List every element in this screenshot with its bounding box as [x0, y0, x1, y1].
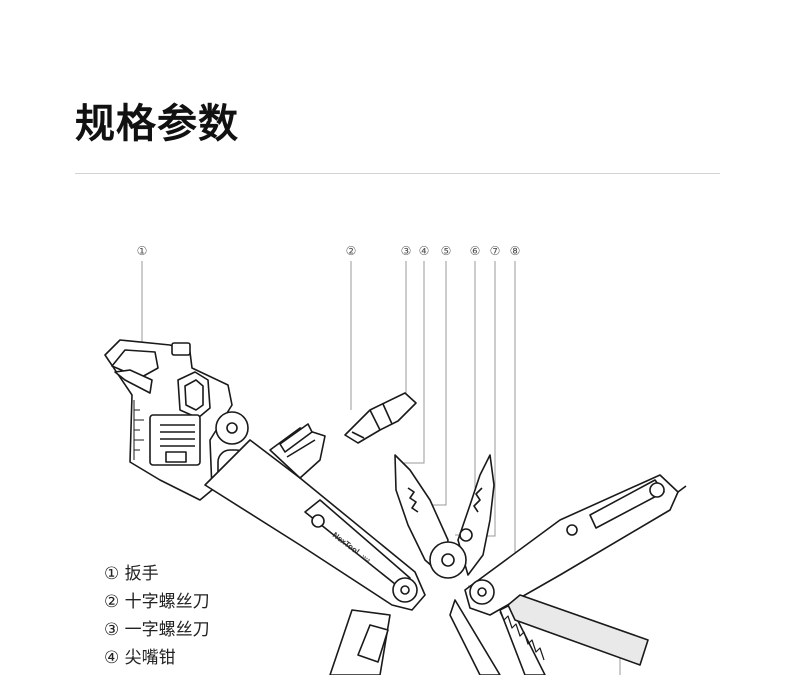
callout-6: ⑥ [469, 244, 481, 258]
callout-7: ⑦ [489, 244, 501, 258]
lower-parts [329, 599, 501, 675]
model-label: W4 [360, 555, 371, 566]
wrench-icon [104, 339, 249, 501]
saw-blade [499, 604, 546, 675]
callout-5: ⑤ [440, 244, 452, 258]
page-title: 规格参数 [75, 101, 239, 147]
right-handle [464, 474, 687, 616]
callout-3: ③ [400, 244, 412, 258]
legend-item-phillips-screwdriver: ② 十字螺丝刀 [104, 592, 210, 612]
left-handle [204, 439, 426, 611]
legend-item-wrench: ① 扳手 [104, 564, 159, 584]
file-tool [507, 594, 649, 666]
legend-item-needle-nose-pliers: ④ 尖嘴钳 [104, 648, 176, 668]
title-divider [75, 173, 720, 174]
callout-8: ⑧ [509, 244, 521, 258]
parts-legend: ① 扳手 ② 十字螺丝刀 ③ 一字螺丝刀 ④ 尖嘴钳 [104, 560, 210, 672]
callout-2: ② [345, 244, 357, 258]
callout-4: ④ [418, 244, 430, 258]
callout-1: ① [136, 244, 148, 258]
screwdriver-bit-icon [344, 392, 417, 444]
pliers-jaws [394, 454, 495, 579]
legend-item-flat-screwdriver: ③ 一字螺丝刀 [104, 620, 210, 640]
clip-part [269, 423, 326, 479]
